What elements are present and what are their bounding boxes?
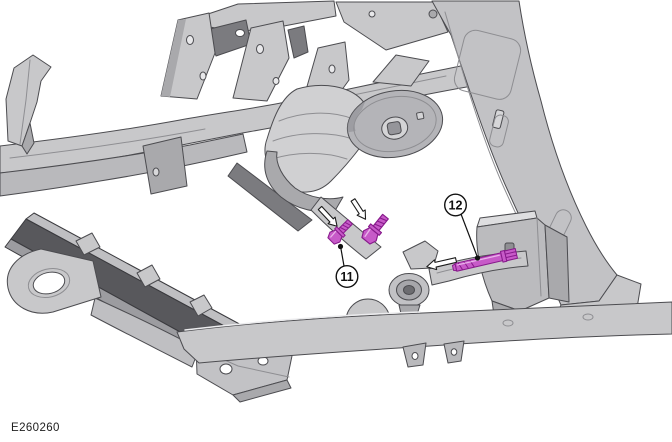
callout-12-number: 12	[449, 199, 463, 213]
figure-id-label: E260260	[11, 422, 60, 434]
crossmember-hole	[152, 167, 160, 177]
callout-12-dot	[474, 255, 481, 261]
direction-arrow-icon	[350, 198, 367, 220]
paddle-hole	[32, 271, 66, 295]
callout-12-balloon	[444, 193, 468, 217]
highlighted-bolt-11b	[361, 213, 389, 245]
callout-11-number: 11	[340, 270, 353, 284]
callout-12: 12	[444, 193, 481, 261]
bracket-hole	[235, 29, 245, 37]
highlighted-bolt-12	[451, 248, 518, 272]
callout-11-dot	[337, 243, 344, 250]
front-paddle-mount	[6, 248, 102, 314]
highlighted-bolt-11a	[327, 219, 353, 245]
lower-beam	[176, 298, 672, 368]
direction-arrow-icon	[317, 205, 338, 227]
callout-11-balloon	[335, 265, 359, 289]
callout-11: 11	[335, 243, 359, 289]
direction-arrow-icon	[426, 257, 458, 271]
motor-disc	[346, 89, 444, 159]
bushing-mount	[388, 240, 439, 319]
left-hook-bracket	[5, 54, 52, 155]
